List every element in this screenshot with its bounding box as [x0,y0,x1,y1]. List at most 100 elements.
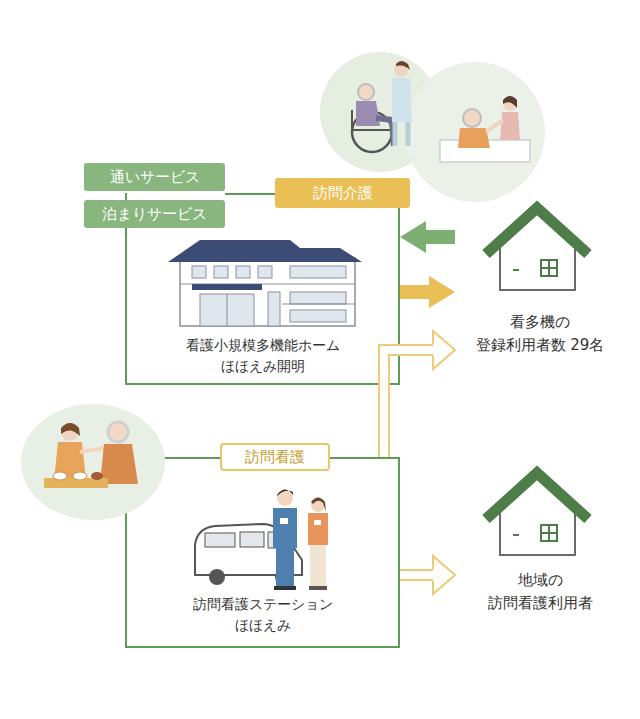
service-label: 泊まりサービス [84,200,225,228]
staff-hair [311,498,326,513]
window [290,310,346,322]
van-window [205,533,235,547]
staff-hair [277,490,293,497]
window [258,266,272,278]
nurse-head [503,97,517,111]
wheelchair-frame [352,110,390,130]
meal-bowl [53,472,67,480]
name-card [280,518,288,524]
user-house: 地域の 訪問看護利用者 [455,465,625,620]
building-roof [168,240,362,262]
balcony-line [282,304,355,305]
building-body [180,258,355,326]
user-house: 看多機の 登録利用者数 29名 [455,200,625,362]
node-text: 看護小規模多機能ホーム ほほえみ開明 [175,335,350,377]
scene-circle [21,404,165,520]
window [192,266,206,278]
house-door [513,534,519,536]
house-window [541,525,557,541]
house-window [541,260,557,276]
house-door [513,269,519,271]
house-wall [500,246,575,290]
floor-line [180,284,355,285]
scene-circle [405,62,545,202]
arrow-shaft [425,230,455,244]
person-body [356,101,380,126]
service-label: 訪問看護 [220,443,330,471]
house-outline [455,465,625,565]
caregiver-head [61,423,79,441]
van-illustration [195,524,302,585]
flow-arrow [400,276,455,308]
person-legs [376,118,394,146]
staff-shoes [274,586,296,590]
patient-head [463,109,481,127]
flow-arrow [384,331,455,457]
staff-legs [310,545,326,588]
nurse-body [500,112,520,140]
van-window [240,532,264,547]
arrow-shaft [384,350,434,457]
door-line [227,294,228,326]
van-wheel [209,569,225,585]
patient-body [458,128,490,148]
window [214,266,228,278]
nurse-hair [503,96,517,108]
person-head [358,84,374,100]
meal-scene [21,404,165,520]
meal-tray [44,478,108,488]
arrow-head [433,331,455,369]
arrow-head [400,221,426,253]
node-text: 訪問看護ステーション ほほえみ [180,594,345,636]
house-wall [500,511,575,555]
house-roof [486,473,588,519]
staff-body [308,513,328,545]
wheelchair-wheel [352,112,392,152]
node-text: 泊まりサービス [102,203,207,226]
house-window [541,525,557,541]
house-window [541,260,557,276]
caregiver-head [394,63,408,77]
staff-head [277,490,293,506]
nurse-arm [486,120,503,132]
node-text: 地域の 訪問看護利用者 [468,569,613,614]
nurse-staff [273,490,328,591]
arrow-shaft [400,285,430,299]
service-label: 通いサービス [84,163,225,191]
caregiver-arm [80,448,104,452]
node-text: 訪問介護 [313,182,373,205]
arrow-shaft [400,569,434,581]
bed [440,140,530,162]
staff-body [273,508,297,548]
arrow-head [429,276,455,308]
node-text: 看多機の 登録利用者数 29名 [468,311,613,356]
entrance-door [200,294,254,326]
staff-shoes [309,586,327,590]
van-wheel [275,569,291,585]
house-outline [455,200,625,300]
staff-legs [276,548,294,588]
flow-arrow [400,556,455,594]
care-scene [320,52,545,202]
elder-body [100,444,138,484]
window [290,266,346,278]
meal-bowl [91,472,103,480]
elder-head [108,422,128,442]
node-text: 訪問看護 [245,446,305,469]
caregiver-legs [395,122,408,146]
service-label: 訪問介護 [275,178,410,208]
window [268,292,280,326]
building-illustration [168,240,362,326]
arrow-head [433,556,455,594]
arrow-shaft-inner [384,350,434,457]
caregiver-hair [61,423,80,436]
caregiver-hair [396,61,410,70]
node-text: 通いサービス [110,166,200,189]
staff-head [311,498,325,512]
van-body [195,524,302,575]
station-group: 訪問看護ステーション ほほえみ [125,457,400,648]
meal-bowl [73,472,87,480]
window [290,292,346,304]
